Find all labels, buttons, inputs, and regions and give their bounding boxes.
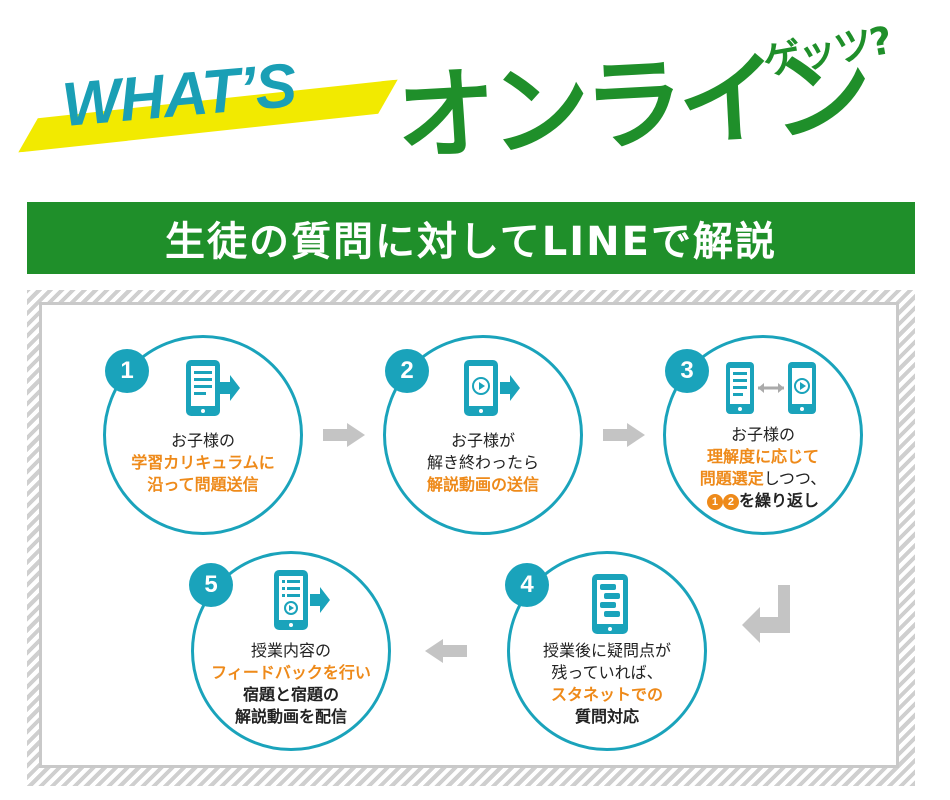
step-3-line3b: しつつ、 — [763, 469, 827, 488]
step-1-line3: 沿って問題送信 — [147, 475, 259, 494]
step-4-line4: 質問対応 — [574, 707, 639, 726]
step-5-line3: 宿題と宿題の — [242, 685, 339, 704]
step-4-line3: スタネットでの — [550, 685, 663, 704]
arrow-right-icon — [323, 423, 365, 447]
step-5-badge: 5 — [189, 563, 233, 607]
step-ref-1: 1 — [706, 494, 723, 510]
subtitle-banner: 生徒の質問に対してLINEで解説 — [27, 202, 915, 274]
video-phone-icon — [464, 360, 520, 416]
step-1-badge: 1 — [105, 349, 149, 393]
step-4-line1: 授業後に疑問点が — [542, 641, 671, 660]
step-4: 授業後に疑問点が 残っていれば、 スタネットでの 質問対応 — [507, 551, 707, 751]
step-ref-2: 2 — [722, 494, 739, 510]
step-2-line1: お子様が — [450, 431, 515, 450]
step-1-line2: 学習カリキュラムに — [131, 453, 275, 472]
document-send-icon — [186, 360, 240, 416]
document-video-exchange-icon — [726, 362, 816, 414]
getsu-heading: ゲッツ? — [759, 18, 894, 84]
arrow-left-icon — [425, 639, 467, 663]
step-2-badge: 2 — [385, 349, 429, 393]
step-4-badge: 4 — [505, 563, 549, 607]
chat-phone-icon — [592, 574, 628, 634]
process-panel: お子様の 学習カリキュラムに 沿って問題送信 1 お子様が 解き終わったら 解説… — [39, 302, 899, 768]
step-5-line4: 解説動画を配信 — [234, 707, 347, 726]
step-1-line1: お子様の — [170, 431, 235, 450]
step-3-line4: を繰り返し — [738, 491, 819, 510]
step-5-line1: 授業内容の — [250, 641, 331, 660]
step-1: お子様の 学習カリキュラムに 沿って問題送信 — [103, 335, 303, 535]
step-3-badge: 3 — [665, 349, 709, 393]
checklist-video-phone-icon — [274, 570, 330, 630]
arrow-turn-down-left-icon — [742, 585, 790, 643]
step-3-line1: お子様の — [730, 425, 795, 444]
arrow-right-icon — [603, 423, 645, 447]
process-frame: お子様の 学習カリキュラムに 沿って問題送信 1 お子様が 解き終わったら 解説… — [27, 290, 915, 786]
step-5-line2: フィードバックを行い — [211, 663, 371, 682]
whats-heading: WHAT’S — [59, 50, 299, 141]
step-2-line3: 解説動画の送信 — [426, 475, 539, 494]
step-4-line2: 残っていれば、 — [551, 663, 663, 682]
step-3-line3a: 問題選定 — [699, 469, 764, 488]
step-3-line2: 理解度に応じて — [706, 447, 819, 466]
step-2-line2: 解き終わったら — [426, 453, 539, 472]
